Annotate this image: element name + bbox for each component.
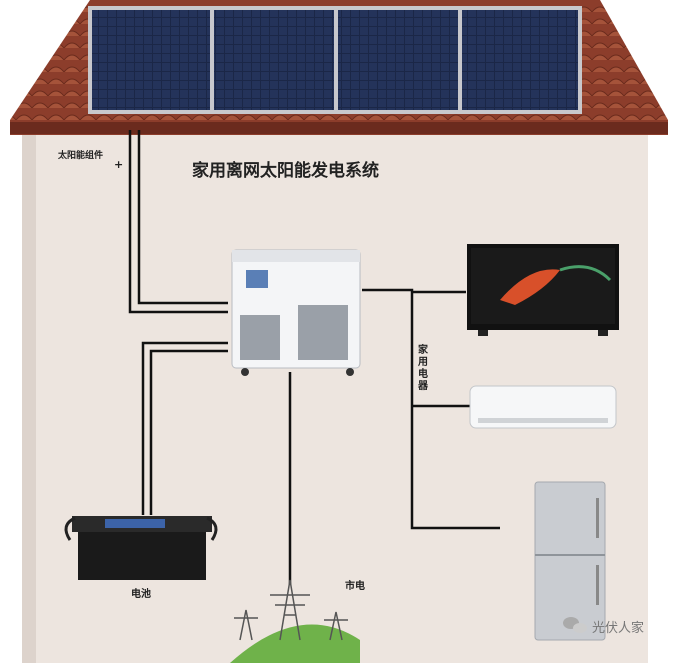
appliances-label: 家用电器	[418, 345, 428, 392]
diagram-title: 家用离网太阳能发电系统	[192, 161, 379, 181]
solar-panel	[214, 10, 334, 110]
refrigerator	[534, 481, 606, 641]
solar-panels	[88, 6, 582, 114]
battery-label: 电池	[131, 589, 151, 600]
solar-module-label: 太阳能组件	[58, 151, 104, 161]
air-conditioner	[469, 385, 617, 429]
plus-label: +	[114, 158, 124, 171]
solar-panel	[462, 10, 578, 110]
solar-panel	[92, 10, 210, 110]
battery	[64, 516, 218, 580]
watermark: 光伏人家	[592, 621, 645, 636]
power-tower	[230, 579, 360, 663]
television	[467, 244, 619, 336]
inverter	[231, 249, 361, 376]
wechat-icon	[563, 617, 587, 633]
grid-label: 市电	[345, 581, 365, 592]
solar-panel	[338, 10, 458, 110]
wires	[128, 130, 500, 585]
